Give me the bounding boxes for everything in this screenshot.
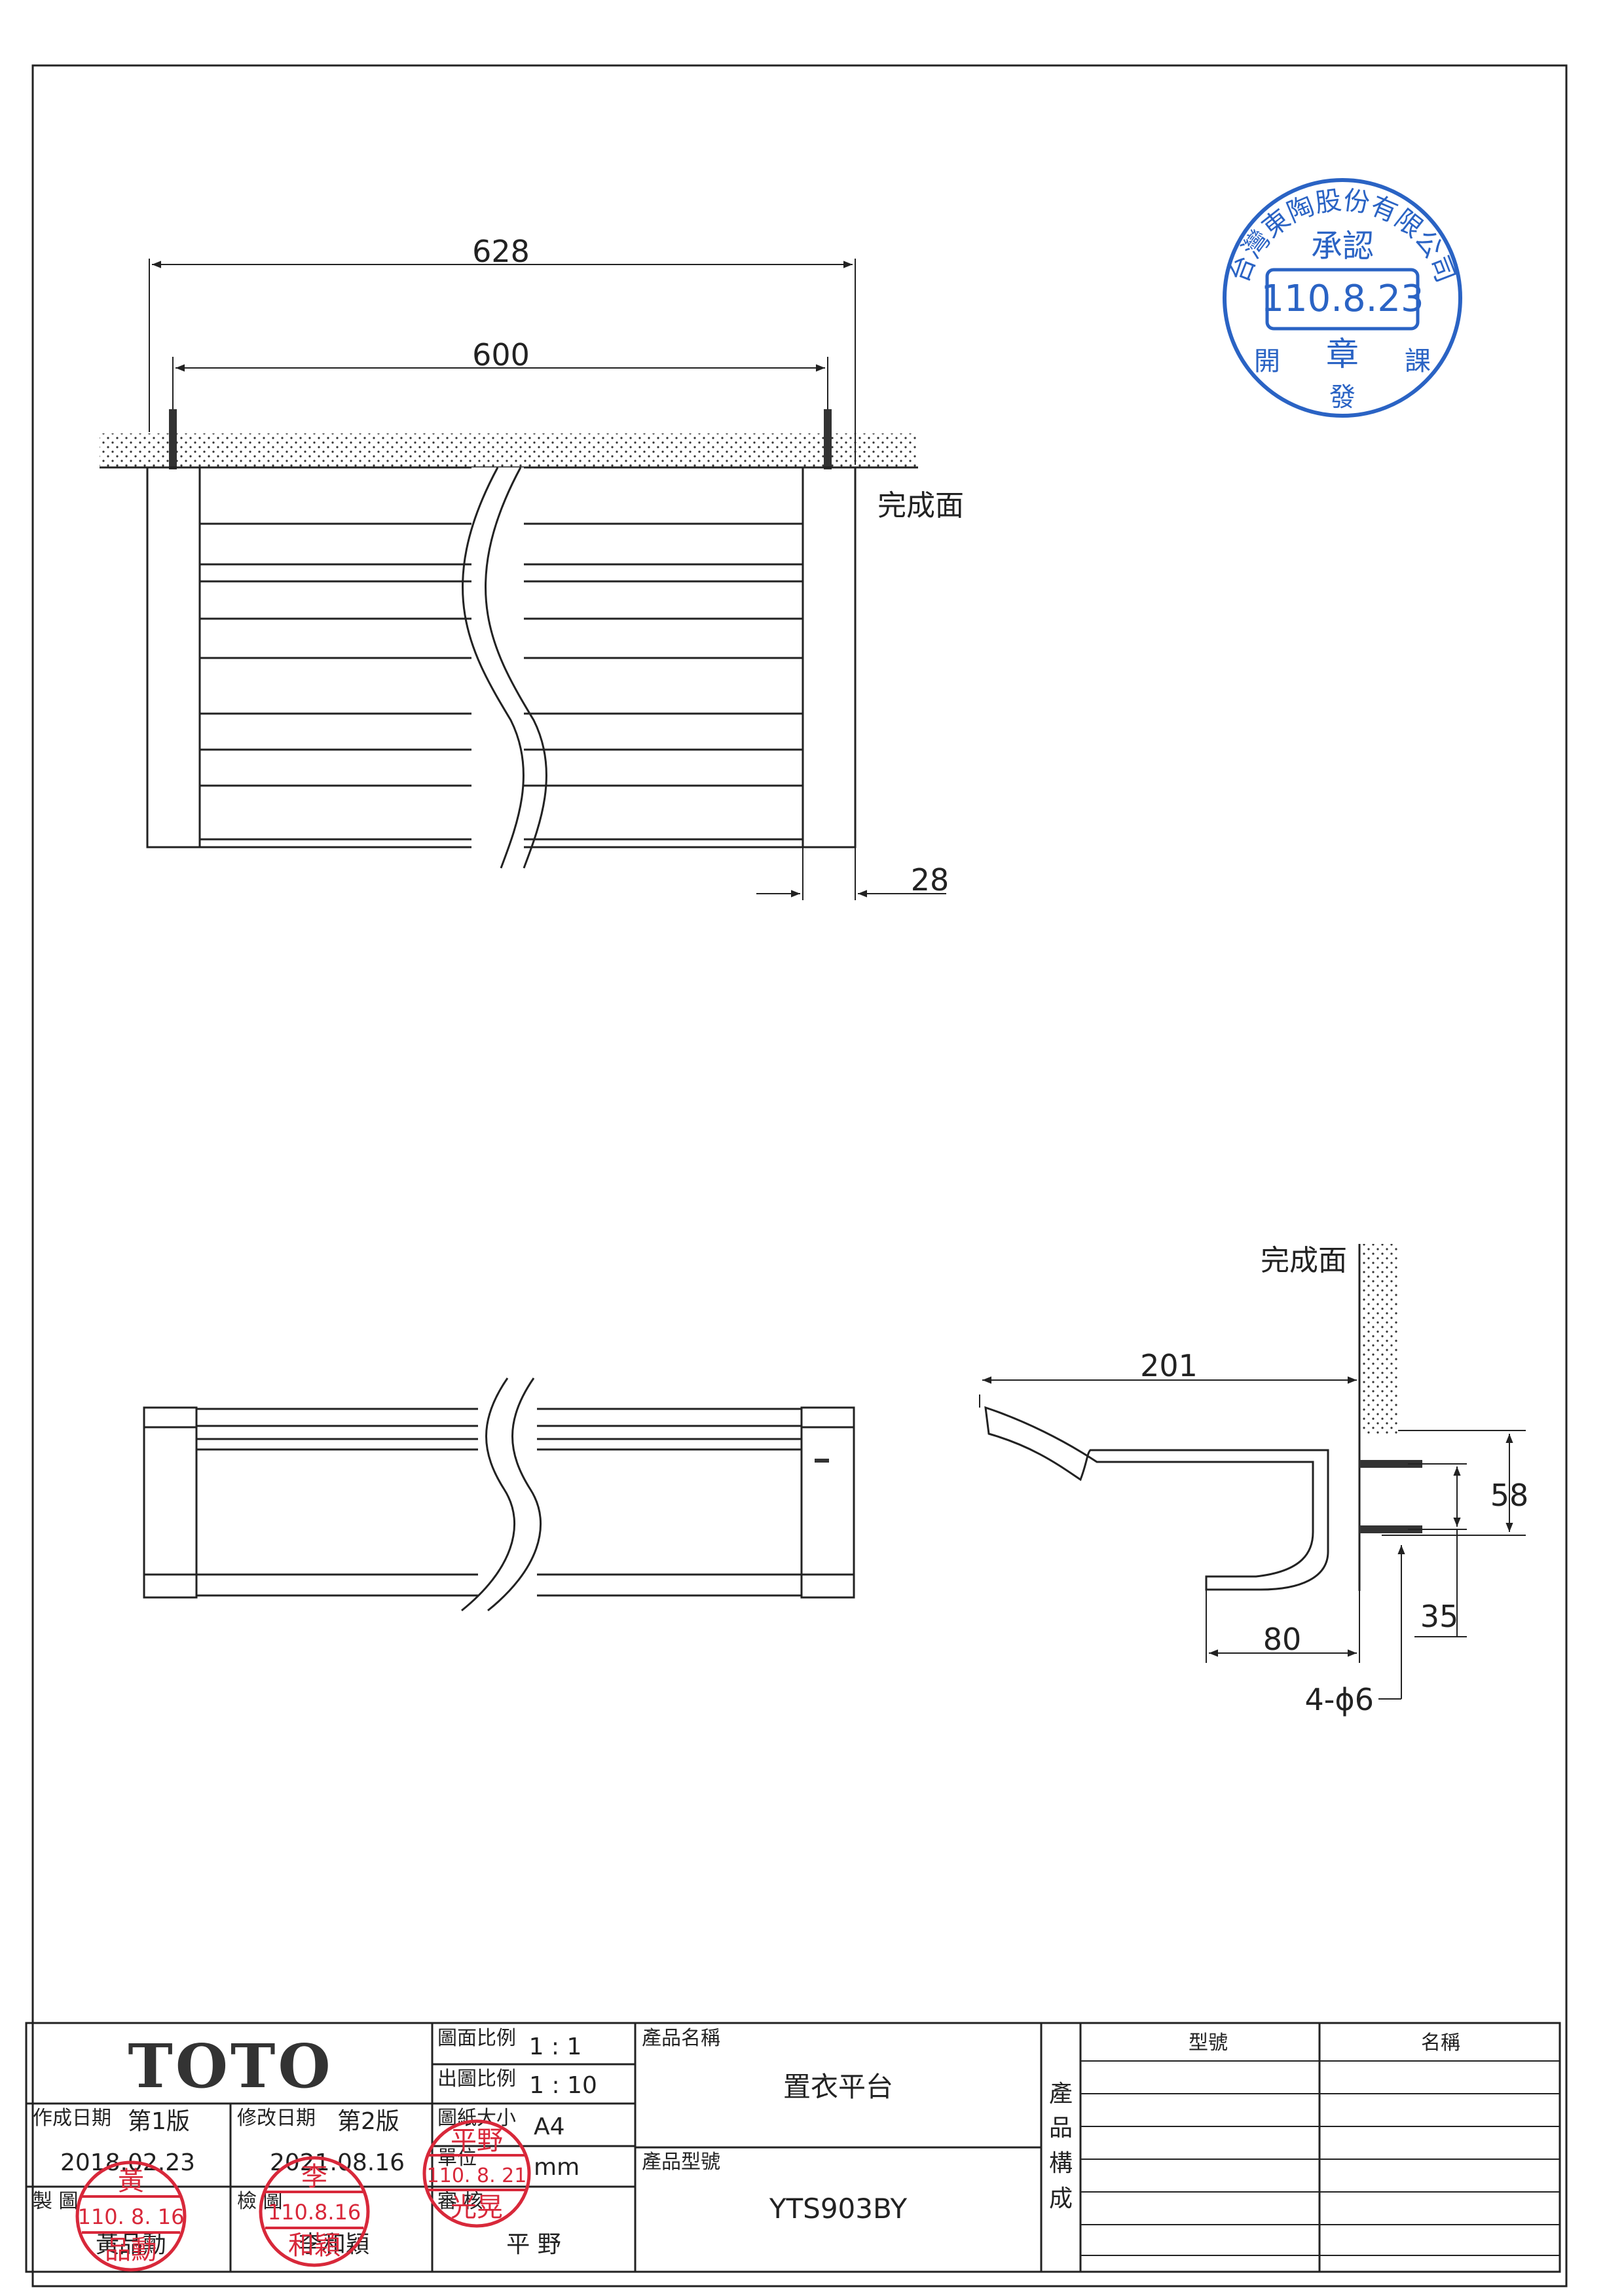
screw-right	[824, 409, 832, 469]
stamp-checked: 李 110.8.16 和穎	[259, 2156, 370, 2267]
stamp-approved-date: 110. 8. 21	[427, 2164, 527, 2187]
paper-value: A4	[534, 2113, 565, 2140]
dim-58-label: 58	[1490, 1478, 1529, 1513]
side-screw-upper	[1359, 1460, 1422, 1468]
stamp-approved-name: 光晃	[451, 2193, 503, 2223]
stamp-date: 110.8.23	[1261, 278, 1424, 320]
scale-label: 圖面比例	[437, 2027, 516, 2050]
drawn-name: 黃品勳	[96, 2231, 166, 2258]
composition-label-4: 成	[1049, 2185, 1073, 2212]
front-end-left	[143, 1406, 198, 1599]
stamp-bottom: 發	[1329, 382, 1356, 412]
approval-stamp: 台灣東陶股份有限公司 承認 110.8.23 章 開 課 發	[1223, 178, 1462, 418]
approved-label: 審 核	[437, 2190, 483, 2213]
screw-left	[169, 409, 177, 469]
wall-section-top	[100, 433, 918, 467]
product-name: 置衣平台	[783, 2071, 893, 2103]
modified-version: 第2版	[337, 2108, 399, 2135]
product-model: YTS903BY	[769, 2193, 908, 2225]
dim-600-label: 600	[472, 337, 530, 373]
dim-201-label: 201	[1140, 1348, 1198, 1383]
output-scale-label: 出圖比例	[437, 2068, 516, 2090]
bracket-right	[802, 466, 857, 848]
stamp-checked-name: 和穎	[288, 2231, 341, 2261]
paper-label: 圖紙大小	[437, 2107, 516, 2130]
stamp-right: 課	[1405, 346, 1431, 376]
front-end-right	[800, 1406, 855, 1599]
stamp-center: 章	[1326, 335, 1359, 373]
stamp-left: 開	[1254, 346, 1280, 376]
stamp-drawn: 黃 110. 8. 16 品勳	[75, 2160, 187, 2272]
dim-28-label: 28	[911, 862, 950, 898]
product-model-label: 產品型號	[642, 2151, 720, 2174]
wall-section-side	[1362, 1244, 1398, 1434]
stamp-approved-top: 平野	[451, 2126, 503, 2156]
stamp-drawn-name: 品勳	[105, 2235, 157, 2265]
dim-holes-label: 4-ϕ6	[1305, 1682, 1374, 1717]
output-scale-value: 1 : 10	[529, 2072, 597, 2099]
product-name-label: 產品名稱	[642, 2027, 720, 2050]
break-line-front	[461, 1377, 542, 1614]
dim-628-label: 628	[472, 234, 530, 269]
stamp-drawn-top: 黃	[118, 2166, 144, 2196]
composition-label-2: 品	[1049, 2115, 1073, 2141]
brand-logo: TOTO	[128, 2031, 333, 2102]
drawn-label: 製 圖	[33, 2190, 79, 2213]
col-name-header: 名稱	[1421, 2032, 1460, 2054]
unit-label: 單位	[437, 2147, 477, 2170]
composition-label-3: 構	[1049, 2150, 1073, 2177]
bracket-left	[146, 466, 201, 848]
dim-35-label: 35	[1420, 1599, 1459, 1634]
stamp-drawn-date: 110. 8. 16	[78, 2204, 185, 2229]
finish-surface-label-top: 完成面	[877, 489, 964, 522]
approved-name: 平 野	[506, 2231, 561, 2258]
stamp-approved: 平野 110. 8. 21 光晃	[422, 2119, 531, 2228]
created-version: 第1版	[128, 2108, 190, 2135]
created-label: 作成日期	[33, 2107, 111, 2130]
finish-surface-label-side: 完成面	[1261, 1244, 1347, 1277]
title-block	[25, 2022, 1561, 2273]
break-line-top	[462, 467, 547, 869]
shelf-profile	[984, 1406, 1329, 1591]
col-model-header: 型號	[1189, 2032, 1228, 2054]
scale-value: 1 : 1	[529, 2033, 582, 2060]
top-view	[100, 259, 946, 900]
stamp-checked-top: 李	[301, 2162, 327, 2192]
modified-label: 修改日期	[237, 2107, 316, 2130]
dim-80-label: 80	[1263, 1622, 1302, 1657]
side-screw-lower	[1359, 1525, 1422, 1533]
composition-label-1: 產	[1049, 2081, 1073, 2107]
stamp-checked-date: 110.8.16	[268, 2200, 361, 2225]
stamp-title: 承認	[1311, 228, 1374, 264]
side-view	[979, 1244, 1526, 1700]
drawing-frame	[31, 64, 1568, 2287]
front-view	[143, 1377, 855, 1614]
unit-value: mm	[534, 2154, 580, 2181]
